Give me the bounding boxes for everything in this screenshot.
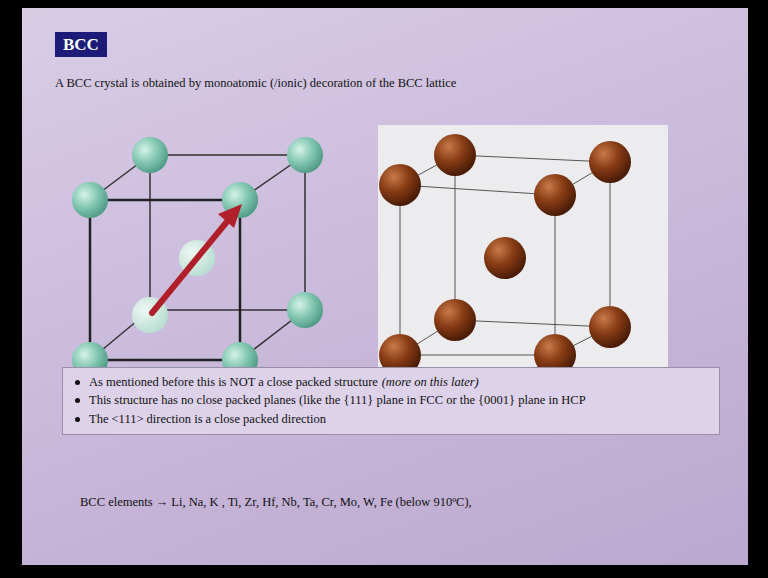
bullet-dot — [75, 417, 80, 422]
bullet-text: (more on this later) — [382, 375, 479, 389]
bullet-item: The <111> direction is a close packed di… — [71, 411, 711, 427]
bullet-text: As mentioned before this is NOT a close … — [89, 375, 378, 389]
bullet-text: This structure has no close packed plane… — [89, 393, 586, 407]
elements-list: BCC elements → Li, Na, K , Ti, Zr, Hf, N… — [80, 495, 472, 510]
slide-background: BCC A BCC crystal is obtained by monoatom… — [22, 8, 748, 565]
bcc-illustration — [22, 8, 748, 565]
bullet-item: As mentioned before this is NOT a close … — [71, 374, 711, 390]
subtitle-text: A BCC crystal is obtained by monoatomic … — [55, 76, 456, 91]
bullet-item: This structure has no close packed plane… — [71, 392, 711, 408]
bullet-dot — [75, 398, 80, 403]
bullet-box: As mentioned before this is NOT a close … — [62, 367, 720, 435]
bullet-dot — [75, 380, 80, 385]
bullet-text: The <111> direction is a close packed di… — [89, 412, 326, 426]
slide-title: BCC — [55, 32, 107, 57]
